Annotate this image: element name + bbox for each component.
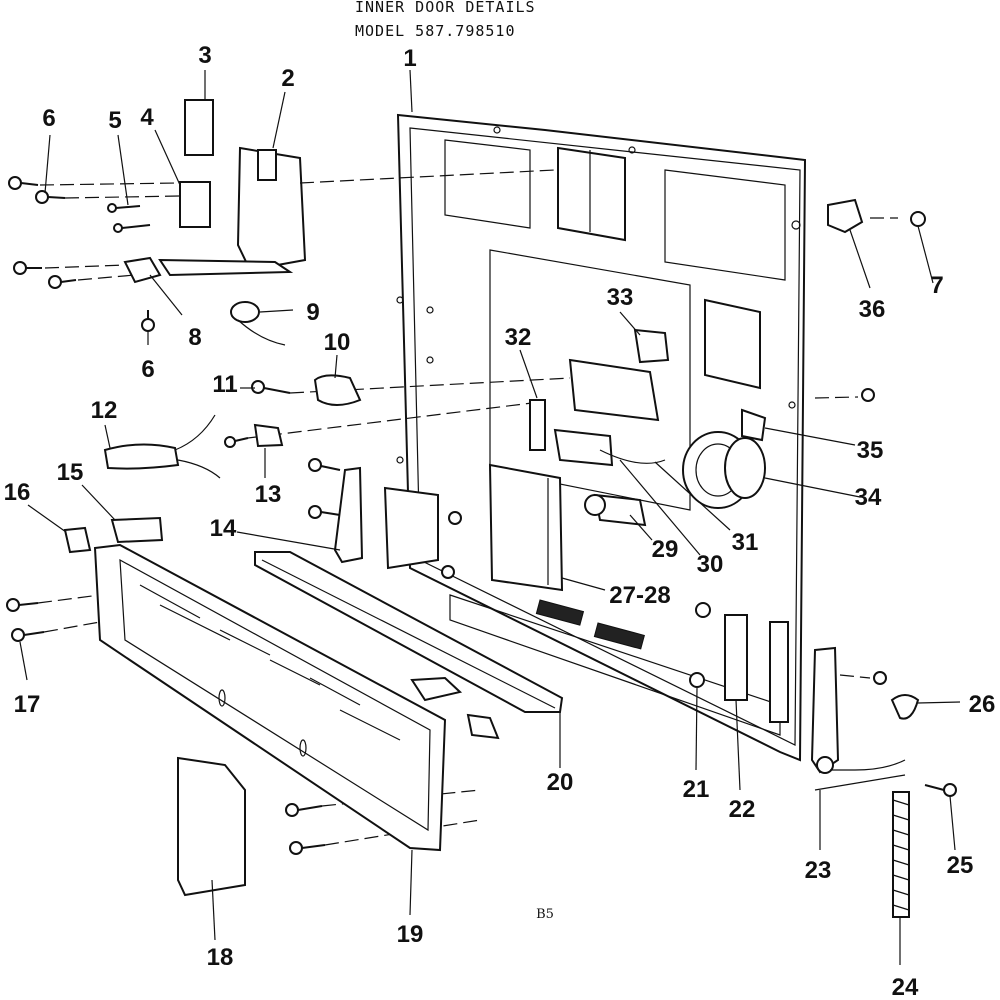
callout-1: 1 [403,45,416,72]
callout-31: 31 [732,529,759,556]
callout-13: 13 [255,481,282,508]
model-number: MODEL 587.798510 [355,22,516,40]
diagram-title: INNER DOOR DETAILS [355,0,536,16]
callout-12: 12 [91,397,118,424]
part-4-switch [179,181,211,228]
callout-3: 3 [198,42,211,69]
console-clip-a [410,676,463,702]
callout-7: 7 [930,272,943,299]
callout-22: 22 [729,796,756,823]
part-9-latch-switch [230,301,260,323]
callout-8: 8 [188,324,201,351]
callout-14: 14 [210,515,237,542]
part-32-pin [529,399,546,451]
part-12-cable [103,443,180,470]
part-35-clip [741,408,767,442]
callout-19: 19 [397,921,424,948]
part-14-plate [383,486,439,570]
callout-18: 18 [207,944,234,971]
console-clip-b [466,713,500,740]
callouts: 1 2 3 4 5 6 6 7 8 9 10 11 12 13 14 15 16… [4,42,996,1000]
assembly-lines [37,169,898,846]
part-10-clamp [313,374,362,406]
console-panel [93,543,564,852]
part-25-screw [943,783,957,797]
callout-29: 29 [652,536,679,563]
callout-26: 26 [969,691,996,718]
page-code: B5 [536,907,554,922]
callout-16: 16 [4,479,31,506]
callout-36: 36 [859,296,886,323]
part-23-hinge-arm [810,646,840,774]
part-26-clip [890,694,920,720]
part-36-clip [827,198,864,234]
callout-17: 17 [14,691,41,718]
part-13-clamp [253,423,284,448]
part-27-28-dispenser [488,463,564,592]
callout-9: 9 [306,299,319,326]
callout-23: 23 [805,857,832,884]
callout-32: 32 [505,324,532,351]
part-31-switch [553,428,614,467]
callout-34: 34 [855,484,882,511]
callout-33: 33 [607,284,634,311]
part-15-block [110,516,164,544]
callout-4: 4 [140,104,154,131]
callout-6-bottom: 6 [141,356,154,383]
part-3-bracket [184,99,214,156]
callout-20: 20 [547,769,574,796]
callout-11: 11 [212,371,237,398]
callout-25: 25 [947,852,974,879]
panel-components [488,298,789,723]
part-24-spring [892,791,910,918]
part-19-console [93,543,447,852]
latch-mechanism [568,358,660,422]
part-33-clip [633,328,670,364]
callout-15: 15 [57,459,84,486]
screws-left [6,176,341,855]
part-21-plug [689,672,705,688]
mid-left-parts [63,374,462,579]
callout-21: 21 [683,776,710,803]
callout-30: 30 [697,551,724,578]
callout-6-top: 6 [42,105,55,132]
part-8-handle [123,256,162,284]
part-7-screw [910,211,926,227]
callout-27-28: 27-28 [609,582,670,609]
right-parts [810,198,957,918]
callout-35: 35 [857,437,884,464]
callout-24: 24 [892,974,919,1000]
leader-lines [19,69,961,965]
part-18-cover [177,756,246,897]
callout-10: 10 [324,329,351,356]
latch-assembly [123,99,307,346]
callout-2: 2 [281,65,294,92]
part-16-clip [63,526,92,554]
part-22-strike [724,614,748,701]
part-14-bracket [333,466,364,564]
callout-5: 5 [108,107,121,134]
part-33-bracket [704,298,761,390]
latch-arm [158,258,294,277]
part-30-wire [599,449,666,464]
